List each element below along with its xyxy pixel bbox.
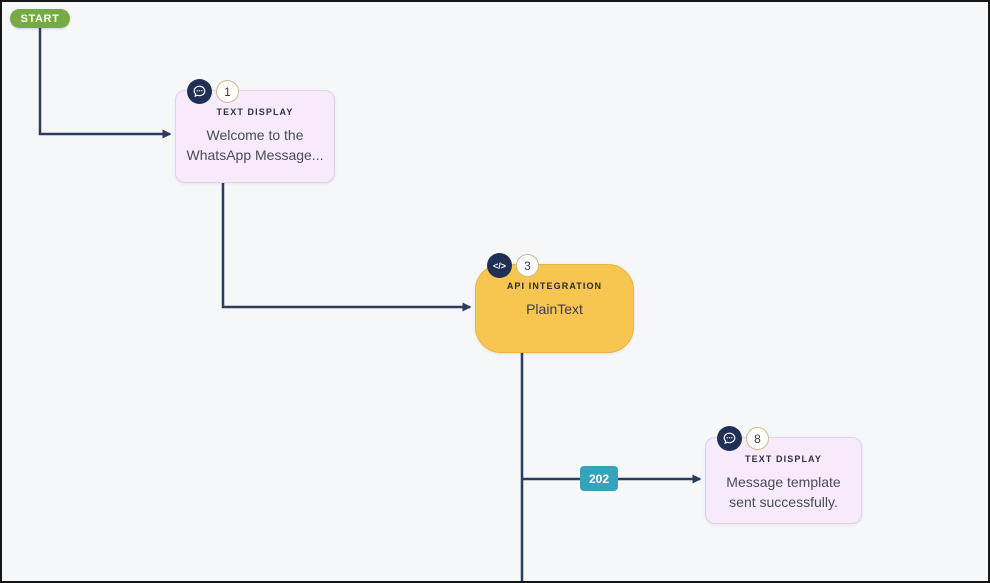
- chat-bubble-icon: [187, 79, 212, 104]
- node-text-display-1[interactable]: 1 TEXT DISPLAY Welcome to the WhatsApp M…: [175, 79, 335, 183]
- node-body-text: Message template sent successfully.: [726, 474, 841, 511]
- node-text-display-8[interactable]: 8 TEXT DISPLAY Message template sent suc…: [705, 426, 862, 524]
- node-type-label: API INTEGRATION: [506, 281, 603, 291]
- node-number-badge[interactable]: 8: [746, 427, 769, 450]
- node-body-text: PlainText: [526, 301, 583, 317]
- edge-status-badge-202[interactable]: 202: [580, 466, 618, 491]
- node-number-badge[interactable]: 3: [516, 254, 539, 277]
- edge-start-to-node1: [38, 28, 172, 139]
- code-icon: </>: [487, 253, 512, 278]
- start-badge[interactable]: START: [10, 9, 70, 28]
- chat-bubble-icon: [717, 426, 742, 451]
- node-number-badge[interactable]: 1: [216, 80, 239, 103]
- node-type-label: TEXT DISPLAY: [745, 454, 822, 464]
- edge-node1-to-node3: [221, 183, 472, 312]
- node-type-label: TEXT DISPLAY: [216, 107, 294, 117]
- node-body-text: Welcome to the WhatsApp Message...: [186, 127, 324, 164]
- node-api-integration-3[interactable]: </> 3 API INTEGRATION PlainText: [475, 253, 634, 353]
